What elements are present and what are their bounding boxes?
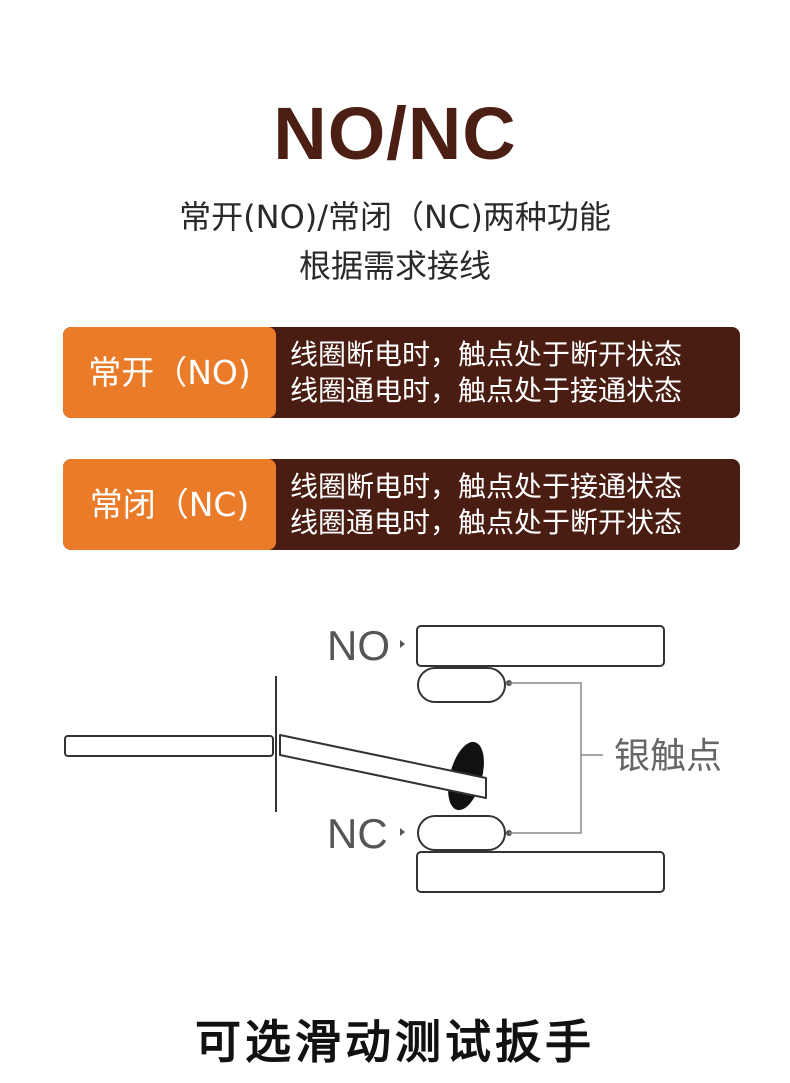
subtitle-line-2: 根据需求接线	[298, 247, 491, 285]
footer-heading: 可选滑动测试扳手	[195, 1015, 595, 1069]
nc-label: NC	[327, 810, 388, 857]
nc-terminal-plate	[416, 851, 665, 893]
no-silver-contact	[417, 667, 506, 703]
no-pointer-icon	[400, 640, 405, 648]
no-terminal-plate	[416, 625, 665, 667]
armature-bar	[64, 735, 274, 757]
mode-tag-nc: 常闭（NC)	[63, 459, 276, 550]
mode-row-no: 常开（NO) 线圈断电时，触点处于断开状态 线圈通电时，触点处于接通状态	[63, 327, 740, 418]
no-label: NO	[327, 622, 390, 669]
page-title: NO/NC	[273, 92, 517, 175]
mode-description-line: 线圈断电时，触点处于接通状态	[290, 470, 683, 503]
moving-arm	[279, 734, 487, 799]
mode-tag-no: 常开（NO)	[63, 327, 276, 418]
mode-description-line: 线圈通电时，触点处于接通状态	[290, 374, 683, 407]
nc-silver-contact	[417, 815, 506, 851]
mode-description-line: 线圈断电时，触点处于断开状态	[290, 338, 683, 371]
callout-bracket	[509, 682, 582, 834]
mode-description-line: 线圈通电时，触点处于断开状态	[290, 506, 683, 539]
mode-description-nc: 线圈断电时，触点处于接通状态 线圈通电时，触点处于断开状态	[290, 469, 682, 541]
relay-contact-diagram: NO NC 银触点	[64, 622, 722, 893]
mode-description-no: 线圈断电时，触点处于断开状态 线圈通电时，触点处于接通状态	[290, 337, 682, 409]
subtitle-line-1: 常开(NO)/常闭（NC)两种功能	[179, 198, 611, 236]
silver-contact-label: 银触点	[614, 736, 722, 777]
nc-pointer-icon	[400, 828, 405, 836]
mode-row-nc: 常闭（NC) 线圈断电时，触点处于接通状态 线圈通电时，触点处于断开状态	[63, 459, 740, 550]
